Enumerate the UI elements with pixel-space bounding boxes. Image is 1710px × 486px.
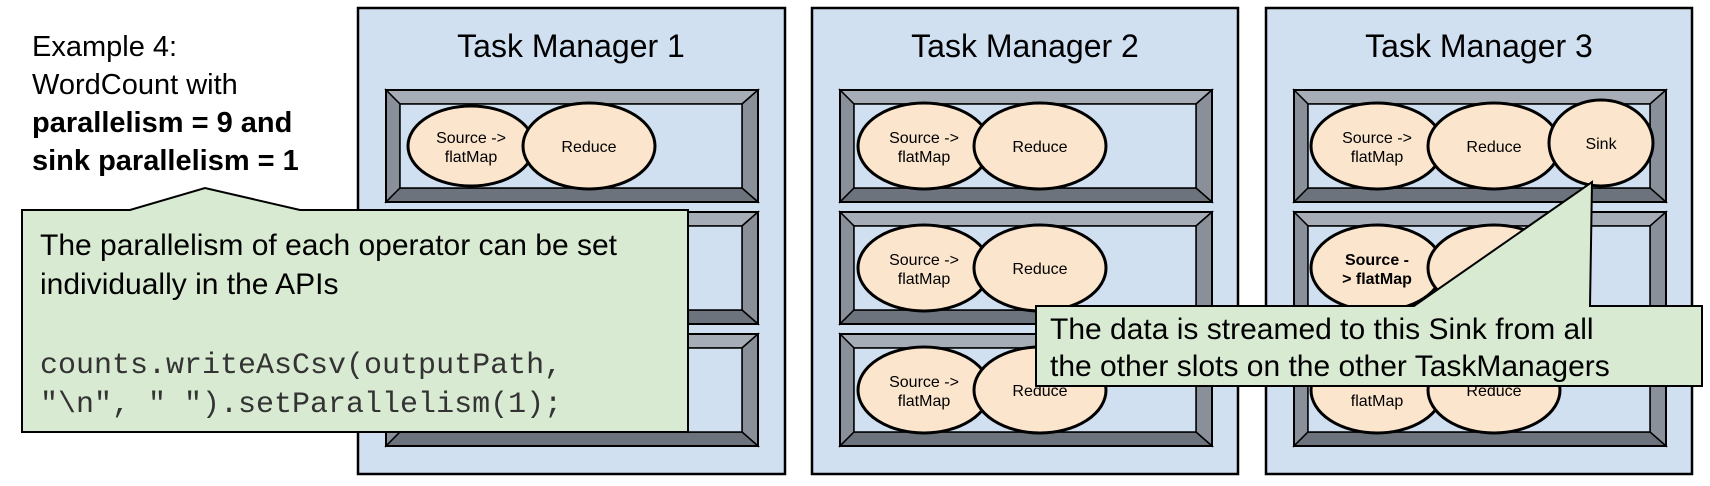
code-line-2: "\n", " ").setParallelism(1); — [40, 388, 562, 422]
operator-label: flatMap — [898, 149, 951, 166]
heading-line-1: Example 4: — [32, 31, 177, 63]
parallelism-callout: The parallelism of each operator can be … — [21, 186, 689, 433]
reduce-operator — [972, 101, 1108, 191]
task-manager-3: Task Manager 3 Source -> flatMap Reduce … — [1264, 6, 1694, 476]
sink-callout-line-2: the other slots on the other TaskManager… — [1050, 350, 1610, 383]
operator-label: flatMap — [898, 393, 951, 410]
callout-text-line-1: The parallelism of each operator can be … — [40, 229, 618, 262]
task-manager-3-slot-1: Source -> flatMap Reduce Sink — [1292, 88, 1668, 204]
operator-label: > flatMap — [1342, 271, 1412, 288]
operator-label: flatMap — [1351, 149, 1404, 166]
operator-label: Reduce — [1466, 139, 1521, 156]
heading-line-4: sink parallelism = 1 — [32, 145, 299, 177]
operator-label: Reduce — [1466, 383, 1521, 400]
task-manager-2: Task Manager 2 Source -> flatMap Reduce … — [810, 6, 1240, 476]
callout-text-line-2: individually in the APIs — [40, 268, 339, 301]
operator-label: Source -> — [889, 252, 959, 269]
operator-label: Source -> — [1342, 130, 1412, 147]
task-manager-2-slot-1: Source -> flatMap Reduce — [838, 88, 1214, 204]
operator-label: Source -> — [889, 130, 959, 147]
operator-label: flatMap — [1351, 393, 1404, 410]
code-line-1: counts.writeAsCsv(outputPath, — [40, 349, 562, 383]
example-heading: Example 4: WordCount with parallelism = … — [32, 31, 299, 177]
task-manager-2-title: Task Manager 2 — [911, 28, 1139, 64]
operator-label: Reduce — [561, 139, 616, 156]
operator-label: flatMap — [898, 271, 951, 288]
operator-label: Source -> — [436, 130, 506, 147]
task-manager-2-slot-2: Source -> flatMap Reduce — [838, 210, 1214, 326]
sink-operator — [1547, 98, 1655, 188]
heading-line-2: WordCount with — [32, 69, 238, 101]
sink-callout: The data is streamed to this Sink from a… — [1035, 180, 1703, 387]
operator-label: flatMap — [445, 149, 498, 166]
reduce-operator — [521, 101, 657, 191]
operator-label: Reduce — [1012, 261, 1067, 278]
sink-callout-line-1: The data is streamed to this Sink from a… — [1050, 313, 1594, 346]
task-manager-3-title: Task Manager 3 — [1365, 28, 1593, 64]
task-manager-1-title: Task Manager 1 — [457, 28, 685, 64]
operator-label: Reduce — [1012, 139, 1067, 156]
operator-label: Reduce — [1012, 383, 1067, 400]
heading-line-3: parallelism = 9 and — [32, 107, 292, 139]
operator-label: Source -> — [889, 374, 959, 391]
task-manager-1-slot-1: Source -> flatMap Reduce — [384, 88, 760, 204]
operator-label: Source - — [1345, 252, 1409, 269]
operator-label: Sink — [1585, 136, 1617, 153]
